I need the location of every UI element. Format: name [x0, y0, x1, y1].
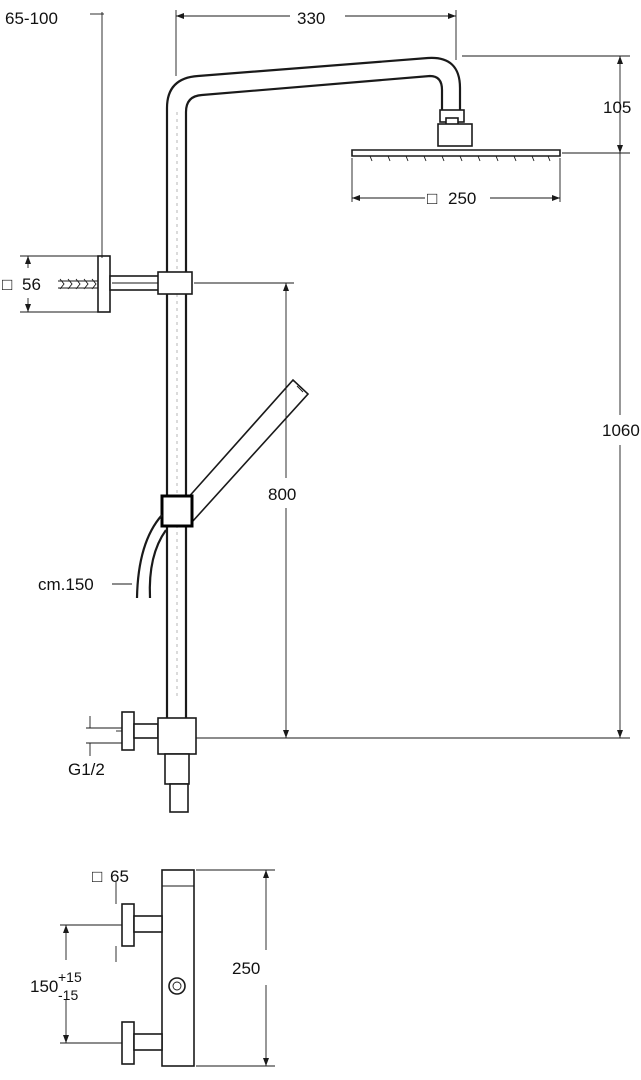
- label-arm-reach: 330: [297, 9, 325, 28]
- thermostatic-mixer: [116, 711, 197, 813]
- shower-column: [165, 56, 462, 720]
- label-spacing-main: 150: [30, 977, 58, 996]
- square-symbol: □: [2, 275, 12, 294]
- square-symbol: □: [427, 189, 437, 208]
- label-hose-length: cm.150: [38, 575, 94, 594]
- label-mixer-length: 250: [232, 959, 260, 978]
- label-bracket-size: 56: [22, 275, 41, 294]
- label-flange-size: 65: [110, 867, 129, 886]
- hand-shower-slider: [160, 494, 194, 528]
- wall-anchor-thread: [59, 278, 97, 290]
- label-head-size: 250: [448, 189, 476, 208]
- overhead-shower-head: [351, 109, 561, 162]
- dimension-arrows: [25, 13, 623, 1066]
- dimension-lines: [20, 10, 630, 1067]
- shower-hose: [135, 514, 167, 599]
- spray-nozzles: [369, 155, 551, 162]
- square-symbol: □: [92, 867, 102, 886]
- label-spacing-minus: -15: [58, 987, 78, 1003]
- label-head-height: 105: [603, 98, 631, 117]
- label-thread: G1/2: [68, 760, 105, 779]
- label-wall-distance: 65-100: [5, 9, 58, 28]
- wall-bracket: [58, 255, 193, 313]
- label-spacing-plus: +15: [58, 969, 82, 985]
- dimension-labels: 65-100 330 105 □ 250 □ 56 1060 800 cm.15…: [2, 9, 640, 1003]
- label-bar-height: 1060: [602, 421, 640, 440]
- mixer-detail: [121, 869, 195, 1067]
- label-handshower-height: 800: [268, 485, 296, 504]
